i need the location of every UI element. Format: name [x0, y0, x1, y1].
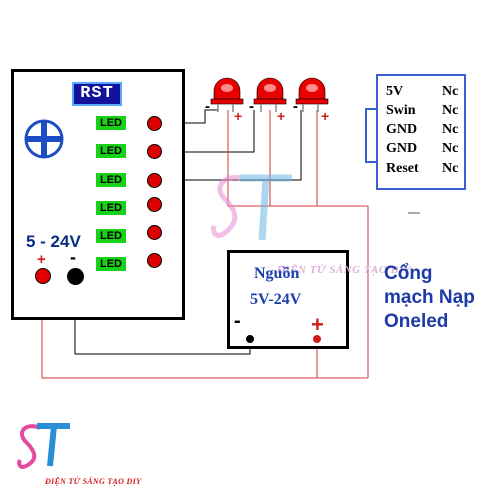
led-label-3: LED	[96, 173, 126, 187]
pinbox-bracket	[365, 108, 376, 163]
watermark-logo	[211, 174, 292, 241]
led-label-6: LED	[96, 257, 126, 271]
led-output-terminal	[147, 116, 162, 131]
supply-minus-sign: -	[234, 310, 241, 332]
pin-name: Reset	[386, 161, 419, 176]
port-label: Cổng mạch Nạp Oneled	[384, 262, 475, 334]
led-output-terminal	[147, 144, 162, 159]
power-supply-title: Nguồn	[254, 265, 300, 282]
led-label-1: LED	[96, 116, 126, 130]
board-negative-terminal	[67, 268, 84, 285]
led-output-terminal	[147, 225, 162, 240]
pin-name: 5V	[386, 84, 404, 99]
pin-name: GND	[386, 122, 418, 137]
plus-circle-icon	[24, 119, 64, 159]
pin-name: Swin	[386, 103, 416, 118]
board-positive-terminal	[35, 268, 51, 284]
board-minus-sign: -	[70, 247, 76, 267]
led-label-5: LED	[96, 229, 126, 243]
pin-value: Nc	[442, 84, 459, 99]
led2-plus-sign: +	[277, 108, 286, 124]
led1-plus-sign: +	[234, 108, 243, 124]
watermark-text: ĐIỆN TỬ SÁNG TẠO DIY	[277, 264, 412, 276]
wire-led2-signal	[162, 110, 255, 153]
led3-minus-sign: -	[293, 98, 298, 115]
pin-value: Nc	[442, 122, 459, 137]
power-supply-voltage: 5V-24V	[250, 291, 302, 308]
led-label-2: LED	[96, 144, 126, 158]
brand-logo	[17, 423, 70, 469]
red-led-3	[295, 77, 329, 112]
supply-positive-terminal	[313, 335, 321, 343]
power-supply-box	[227, 250, 349, 349]
pin-value: Nc	[442, 103, 459, 118]
pin-value: Nc	[442, 141, 459, 156]
reset-label: RST	[72, 82, 122, 106]
led1-minus-sign: -	[205, 98, 210, 115]
wire-led1-positive	[227, 110, 369, 378]
red-led-2	[253, 77, 287, 112]
pin-name: GND	[386, 141, 418, 156]
pinout-box: 5V Nc Swin Nc GND Nc GND Nc Reset Nc	[376, 74, 466, 190]
led-output-terminal	[147, 253, 162, 268]
led-output-terminal	[147, 197, 162, 212]
led-board	[11, 69, 185, 320]
input-voltage-label: 5 - 24V	[26, 232, 81, 251]
board-plus-sign: +	[37, 251, 46, 268]
port-label-line-1: Cổng	[384, 263, 433, 284]
supply-negative-terminal	[246, 335, 254, 343]
led-label-4: LED	[96, 201, 126, 215]
port-label-line-3: Oneled	[384, 311, 449, 332]
brand-text: ĐIỆN TỬ SÁNG TẠO DIY	[45, 477, 142, 486]
supply-plus-sign: +	[311, 312, 324, 337]
led-output-terminal	[147, 173, 162, 188]
led3-plus-sign: +	[321, 108, 330, 124]
led2-minus-sign: -	[249, 98, 254, 115]
port-label-line-2: mạch Nạp	[384, 287, 475, 308]
wire-led3-signal	[162, 110, 302, 181]
pin-value: Nc	[442, 161, 459, 176]
red-led-1	[210, 77, 244, 112]
